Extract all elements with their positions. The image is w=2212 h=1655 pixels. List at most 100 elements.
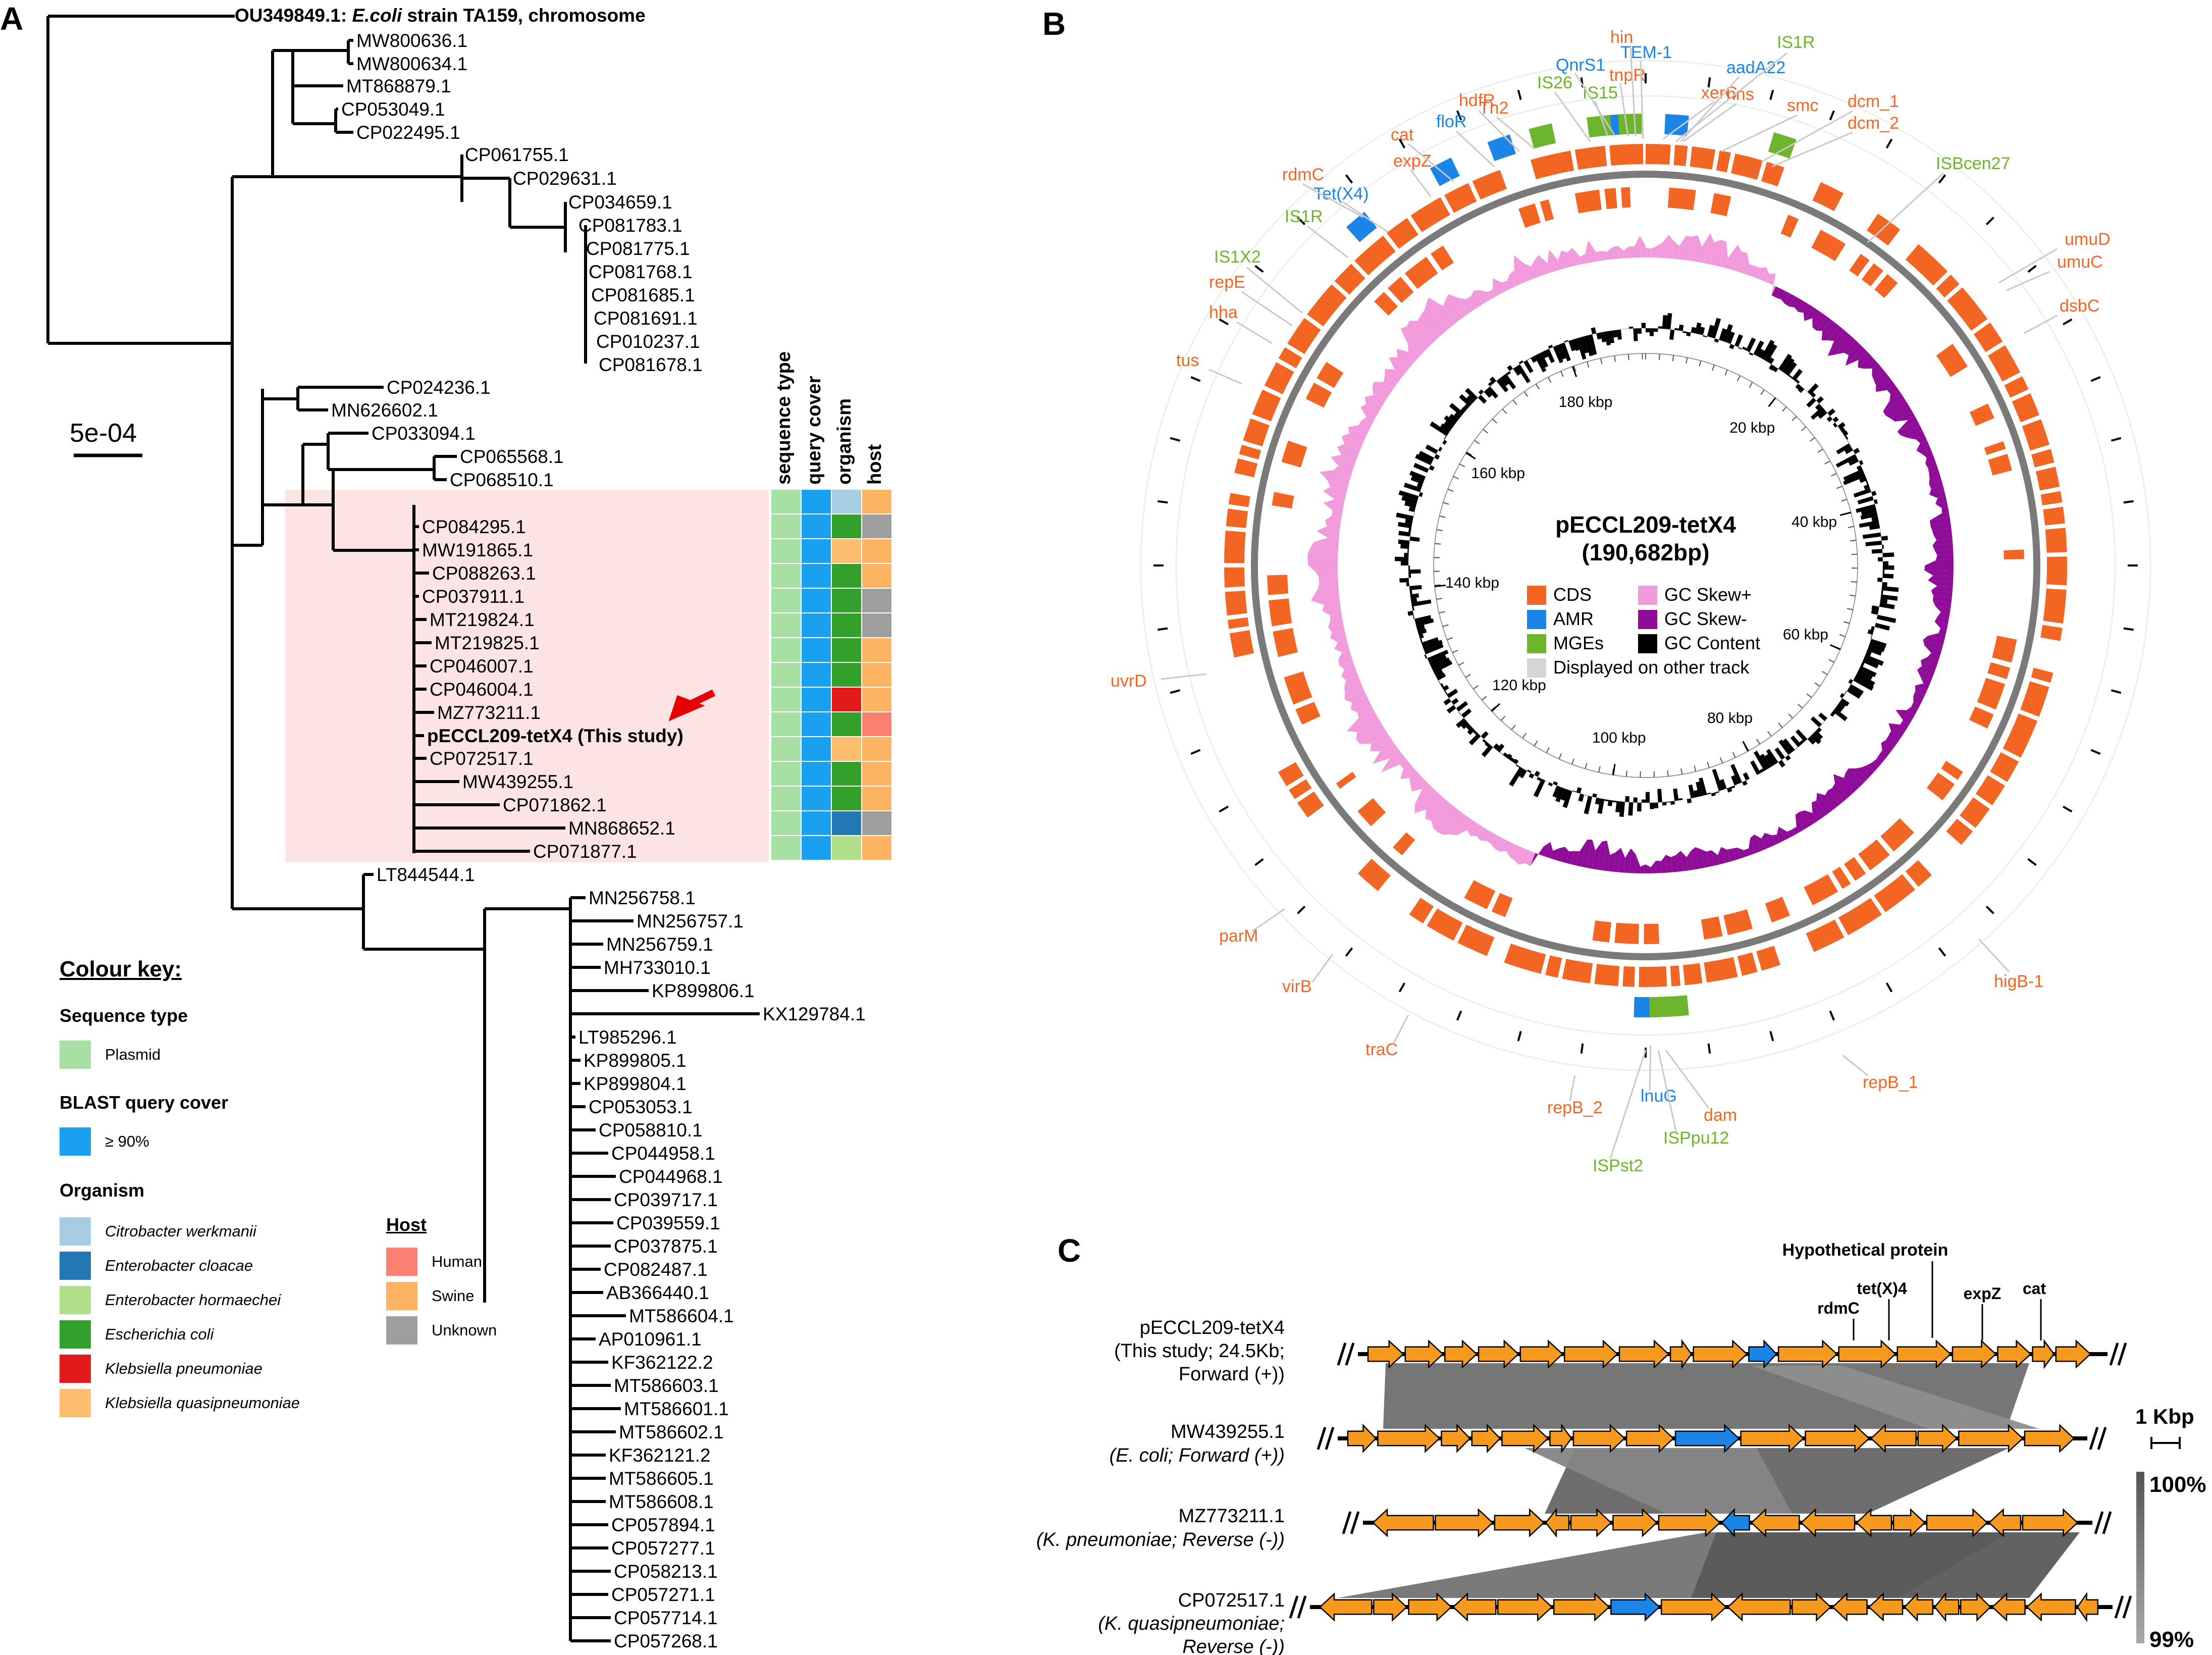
tree-leaf: MT586608.1	[609, 1491, 714, 1512]
scale-major-tick	[1768, 397, 1776, 407]
gene-arrow	[1870, 1424, 1917, 1453]
gc-skew-positive	[1467, 820, 1478, 836]
gc-content	[1612, 330, 1618, 338]
gc-skew-negative	[1923, 636, 1944, 645]
scale-minor-tick	[1732, 752, 1736, 758]
gene-label: tnpR	[1609, 66, 1646, 85]
gc-skew-negative	[1925, 560, 1954, 565]
gc-content	[1707, 325, 1715, 338]
scale-major-tick	[1465, 452, 1476, 459]
gene-arrow	[1988, 1508, 2022, 1537]
gc-skew-negative	[1795, 811, 1809, 830]
gc-content	[1426, 473, 1428, 477]
gc-skew-negative	[1890, 406, 1913, 422]
scale-minor-tick	[1627, 354, 1629, 360]
gc-skew-negative	[1935, 501, 1948, 508]
gene-leader-line	[1302, 183, 1363, 218]
gc-content	[1444, 436, 1447, 440]
gc-content	[1444, 415, 1456, 426]
gc-skew-negative	[1666, 855, 1673, 873]
gene-annotation-label: cat	[2023, 1279, 2046, 1298]
tree-leaf: MT586601.1	[624, 1399, 729, 1419]
track-label: (K. quasipneumoniae;	[1098, 1613, 1285, 1634]
gc-skew-negative	[1687, 851, 1694, 871]
gc-skew-negative	[1927, 652, 1940, 661]
gene-label: hin	[1610, 28, 1633, 47]
cds-inner	[1969, 403, 1994, 426]
gc-skew-negative	[1932, 538, 1953, 546]
outer-tick	[1398, 138, 1406, 148]
gene-label: uvrD	[1111, 671, 1147, 691]
gc-skew-positive	[1381, 751, 1403, 772]
cds-inner	[1614, 922, 1639, 944]
gc-content	[1669, 329, 1675, 340]
gc-content	[1628, 802, 1634, 816]
gc-content	[1859, 520, 1879, 528]
gene-leader-line	[1721, 114, 1798, 152]
tree-leaf: MZ773211.1	[437, 702, 541, 723]
gene-arrow	[1549, 1423, 1572, 1454]
gene-arrow	[1435, 1508, 1494, 1537]
gc-skew-negative	[1706, 850, 1715, 867]
scale-minor-tick	[1443, 502, 1449, 505]
gene-arrow	[2076, 1592, 2099, 1622]
gc-content	[1654, 328, 1658, 332]
track-label: pECCL209-tetX4	[1140, 1317, 1285, 1338]
cds-outer	[2046, 556, 2067, 586]
tree-leaf: LT844544.1	[377, 864, 475, 885]
scale-minor-tick	[1828, 659, 1835, 663]
break-mark	[2109, 1342, 2119, 1366]
gc-content	[1395, 556, 1409, 561]
gene-arrow	[1991, 1592, 2026, 1622]
heatmap-cell	[832, 663, 861, 687]
gc-content	[1848, 679, 1854, 684]
gc-content	[1552, 785, 1561, 798]
gc-content	[1835, 705, 1843, 712]
gene-arrow	[2026, 1592, 2076, 1622]
gene-label: cat	[1391, 125, 1414, 144]
gc-skew-negative	[1811, 802, 1822, 821]
gc-content	[1453, 412, 1461, 420]
gc-content	[1481, 744, 1493, 757]
gc-content	[1608, 330, 1615, 344]
break-mark	[2117, 1342, 2127, 1366]
cds-outer	[1960, 797, 1990, 828]
gc-skew-positive	[1400, 763, 1413, 779]
key-label: Enterobacter cloacae	[105, 1257, 253, 1274]
gc-content	[1799, 740, 1805, 745]
gc-skew-negative	[1754, 834, 1766, 851]
cds-outer	[1224, 530, 1246, 563]
gc-skew-positive	[1385, 369, 1400, 385]
gc-content	[1856, 465, 1863, 471]
scale-minor-tick	[1534, 740, 1538, 746]
gene-arrow	[1856, 1508, 1892, 1537]
gc-skew-positive	[1330, 457, 1355, 471]
gc-skew-negative	[1888, 723, 1904, 738]
gc-skew-negative	[1931, 590, 1953, 598]
gc-content	[1837, 422, 1846, 430]
gc-skew-negative	[1932, 544, 1954, 550]
outer-tick	[1517, 1030, 1522, 1042]
key-row: Enterobacter cloacae	[60, 1249, 413, 1283]
sequence-type-heading: Sequence type	[60, 1005, 188, 1026]
tree-leaf: MW800634.1	[356, 54, 467, 74]
gc-skew-negative	[1876, 380, 1895, 392]
gc-content	[1853, 677, 1874, 691]
gc-skew-negative	[1934, 549, 1954, 555]
tree-leaf: MT586605.1	[609, 1468, 714, 1489]
heatmap-cell	[862, 787, 891, 810]
gc-skew-negative	[1576, 839, 1588, 867]
cds-outer	[1410, 197, 1450, 232]
gene-leader-line	[1761, 110, 1853, 163]
scale-minor-tick	[1778, 722, 1783, 728]
scale-minor-tick	[1756, 739, 1761, 745]
heatmap-cell	[771, 787, 801, 810]
gc-content	[1413, 462, 1429, 473]
gc-content	[1440, 443, 1443, 447]
gc-skew-positive	[1458, 297, 1473, 314]
gc-skew-positive	[1350, 695, 1369, 709]
gc-content	[1537, 777, 1542, 782]
scale-minor-tick	[1459, 463, 1465, 468]
gc-skew-negative	[1924, 570, 1954, 577]
gc-skew-positive	[1356, 719, 1382, 740]
